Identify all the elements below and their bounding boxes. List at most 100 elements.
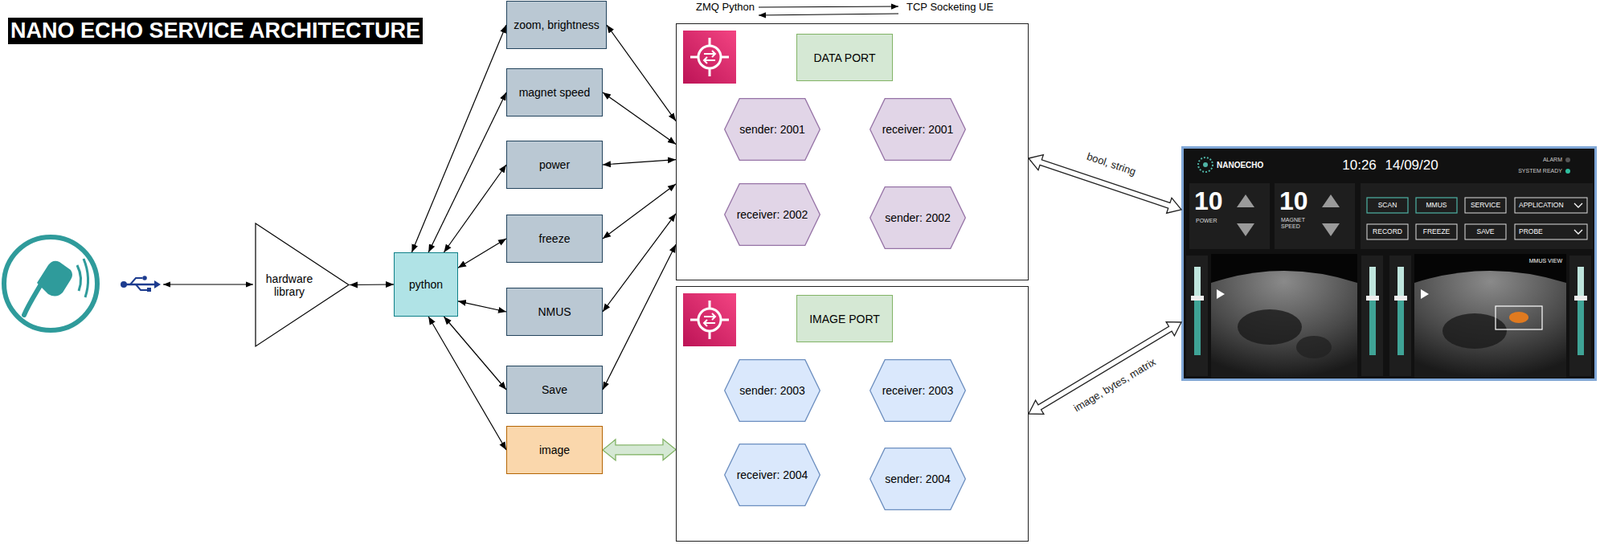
screen-text: MMUS xyxy=(1415,197,1457,213)
function-box: power xyxy=(506,140,603,189)
hexagon-outline xyxy=(870,187,966,250)
ui-screenshot-art xyxy=(1366,295,1380,301)
hexagon-outline xyxy=(724,184,821,246)
zmq-icon xyxy=(703,50,716,64)
ui-screenshot-art xyxy=(1509,311,1529,324)
hexagon-outline xyxy=(870,98,966,161)
connector-arrow xyxy=(602,244,676,390)
port-container: DATA PORTsender: 2001receiver: 2001recei… xyxy=(675,23,1029,281)
zmq-icon xyxy=(698,45,721,69)
ui-screenshot-art xyxy=(1565,157,1571,163)
ui-screenshot-art xyxy=(1495,306,1543,330)
socket-hexagon: sender: 2004 xyxy=(869,447,966,511)
port-container: IMAGE PORTsender: 2003receiver: 2003rece… xyxy=(675,286,1029,542)
usb-wire xyxy=(163,283,254,285)
zmq-icon xyxy=(683,30,737,84)
usb-symbol xyxy=(135,284,148,291)
ui-screenshot-art xyxy=(1397,298,1404,356)
connector-arrow xyxy=(602,213,676,312)
node-text: NMUS xyxy=(537,305,571,319)
socket-hexagon: receiver: 2004 xyxy=(724,443,821,507)
socket-hexagon: sender: 2003 xyxy=(724,359,821,422)
ui-screenshot-art xyxy=(1574,295,1588,301)
protocol-arrows xyxy=(758,6,899,16)
usb-symbol xyxy=(120,275,161,292)
node-text: zoom, brightness xyxy=(513,18,600,32)
probe-icon xyxy=(4,237,98,331)
ui-screenshot-art xyxy=(1577,298,1584,356)
ui-screenshot-art xyxy=(1216,289,1225,299)
ui-screenshot-art xyxy=(1366,197,1408,213)
node-text: freeze xyxy=(539,232,571,246)
zmq-icon xyxy=(683,30,737,84)
connector-arrow xyxy=(443,316,507,390)
ui-screenshot-art xyxy=(1183,148,1595,379)
ui-screenshot-art xyxy=(1415,224,1457,240)
node-text: sender: 2001 xyxy=(739,122,806,136)
ui-screenshot-art xyxy=(1464,224,1506,240)
screen-text: SERVICE xyxy=(1464,197,1506,213)
zmq-icon xyxy=(698,308,721,332)
ui-screenshot-art xyxy=(1211,270,1358,378)
ui-screenshot-art xyxy=(1189,183,1270,250)
probe-icon xyxy=(36,261,73,297)
ui-screenshot-art xyxy=(1236,194,1255,237)
ui-screenshot-art xyxy=(1181,146,1597,381)
ui-screenshot-art xyxy=(1181,146,1597,381)
function-box: magnet speed xyxy=(506,68,603,117)
probe-icon xyxy=(24,282,42,316)
zmq-icon xyxy=(683,293,737,347)
connector-arrow xyxy=(602,159,676,165)
hexagon-outline xyxy=(724,444,821,507)
connector-arrow xyxy=(602,184,676,239)
protocol-label: TCP Socketing UE xyxy=(906,0,994,13)
screen-text: MMUS VIEW xyxy=(1499,257,1563,266)
connector-arrow xyxy=(606,24,676,122)
ui-screenshot-art xyxy=(1415,197,1457,213)
connector-arrow xyxy=(458,238,507,268)
ui-screenshot-art xyxy=(1369,266,1376,356)
screen-text: 10 xyxy=(1279,186,1315,216)
triangle-outline xyxy=(255,223,349,347)
socket-hexagon: sender: 2002 xyxy=(869,186,966,250)
zmq-icon xyxy=(690,300,729,340)
protocol-arrows xyxy=(758,13,899,16)
library-triangle: hardware library xyxy=(254,222,350,348)
node-text: sender: 2003 xyxy=(739,384,806,397)
protocol-arrows xyxy=(758,6,899,8)
usb-symbol xyxy=(123,283,156,287)
zmq-icon xyxy=(690,37,729,77)
node-text: receiver: 2002 xyxy=(736,208,809,221)
screen-text: 10 xyxy=(1194,186,1230,216)
block-arrow xyxy=(1028,322,1182,415)
ui-screenshot-art xyxy=(1366,224,1408,240)
screen-text: SCAN xyxy=(1366,197,1408,213)
ui-screenshot-art xyxy=(1397,266,1404,356)
ui-screenshot-art xyxy=(1569,255,1592,377)
ui-screenshot-art xyxy=(1420,289,1429,299)
diagram-title: NANO ECHO SERVICE ARCHITECTURE xyxy=(8,17,423,45)
usb-symbol xyxy=(147,287,152,292)
ui-screenshot-art xyxy=(1186,255,1208,377)
connector-arrow xyxy=(428,92,507,253)
ui-screenshot-art xyxy=(1414,270,1567,378)
hexagon-outline xyxy=(870,360,966,422)
usb-wire xyxy=(163,284,254,286)
ui-screenshot-art xyxy=(1464,197,1506,213)
ui-screenshot: NANOECHO10:26 14/09/20ALARMSYSTEM READY1… xyxy=(1181,146,1597,381)
connector-arrow xyxy=(443,164,507,253)
ui-screenshot-art xyxy=(1194,266,1201,356)
connector-arrow xyxy=(349,283,394,286)
screen-text: PROBE xyxy=(1514,224,1575,240)
node-text: sender: 2004 xyxy=(884,472,951,486)
node-text: python xyxy=(409,278,443,291)
usb-symbol xyxy=(142,275,148,281)
probe-icon xyxy=(4,237,98,331)
screen-text: MAGNET SPEED xyxy=(1280,216,1312,234)
screen-text: NANOECHO xyxy=(1216,159,1281,171)
ui-screenshot-art xyxy=(1237,309,1302,345)
node-text: image xyxy=(539,443,570,457)
node-text: receiver: 2003 xyxy=(882,384,954,397)
zmq-icon xyxy=(683,293,737,347)
